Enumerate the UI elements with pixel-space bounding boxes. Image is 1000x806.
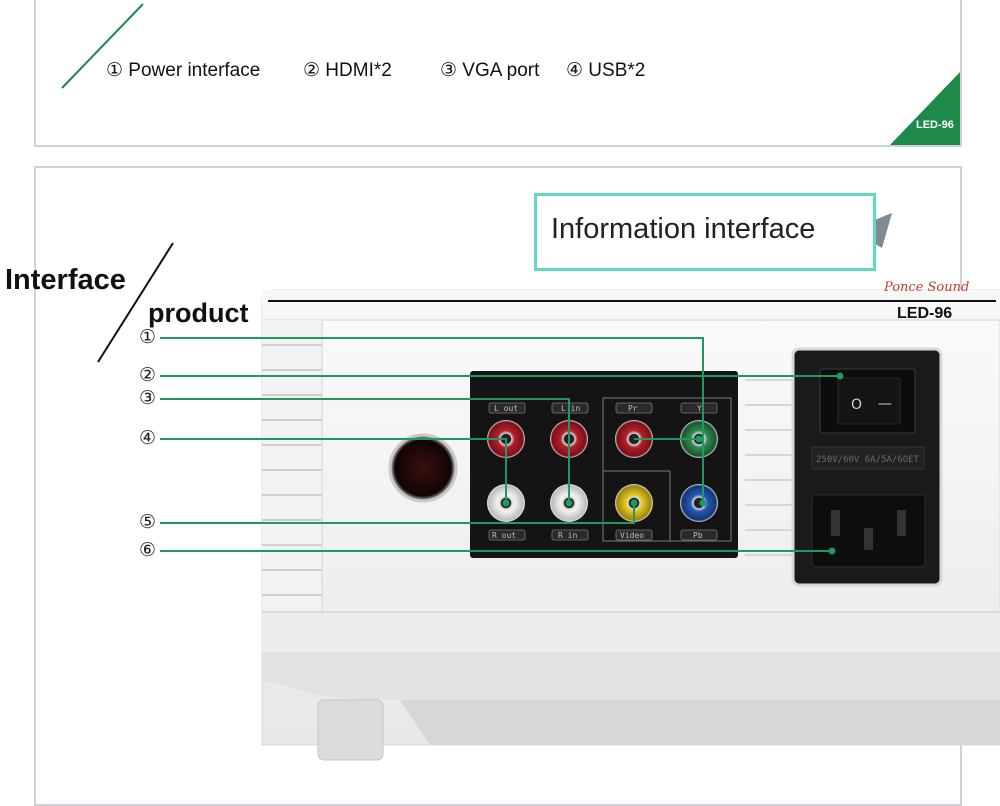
info-box	[534, 193, 876, 271]
jack-label-l-out: L out	[494, 404, 518, 413]
legend-usb: ④ USB*2	[566, 60, 646, 81]
callout-3: ③	[139, 387, 157, 409]
jack-label-r-out: R out	[492, 531, 516, 540]
info-interface-label: Information interface	[551, 213, 816, 245]
callout-2: ②	[139, 364, 157, 386]
callout-5: ⑤	[139, 511, 157, 533]
legend-hdmi: ② HDMI*2	[303, 60, 392, 81]
legend-vga-port: ③ VGA port	[440, 60, 540, 81]
model-label: LED-96	[897, 305, 953, 322]
jack-label-pb: Pb	[693, 531, 703, 540]
switch-on-symbol: O	[851, 397, 862, 413]
av-port-panel	[470, 371, 738, 558]
product-title: product	[148, 298, 249, 328]
jack-label-y: Y	[697, 404, 702, 413]
jack-label-pr: Pr	[628, 404, 638, 413]
callout-6: ⑥	[139, 539, 157, 561]
corner-badge-label: LED-96	[916, 119, 954, 131]
jack-label-l-in: L in	[561, 404, 580, 413]
title-slash	[97, 242, 174, 363]
callout-1: ①	[139, 326, 157, 348]
rca-pb-jack-icon	[680, 484, 718, 522]
callout-4: ④	[139, 427, 157, 449]
brand-logo: Ponce Sound	[884, 280, 970, 295]
regulatory-label: 250V/60V 6A/5A/6ОЕТ	[816, 455, 920, 465]
jack-label-video: Video	[620, 531, 644, 540]
interface-title: Interface	[5, 264, 126, 296]
corner-badge-triangle	[890, 72, 960, 145]
legend-power-interface: ① Power interface	[106, 60, 261, 81]
top-panel	[34, 0, 962, 147]
jack-label-r-in: R in	[558, 531, 577, 540]
leader-lines	[160, 337, 840, 552]
decor-slash-line	[61, 3, 144, 89]
switch-off-symbol: —	[878, 396, 892, 412]
ir-receiver-icon	[388, 433, 458, 503]
